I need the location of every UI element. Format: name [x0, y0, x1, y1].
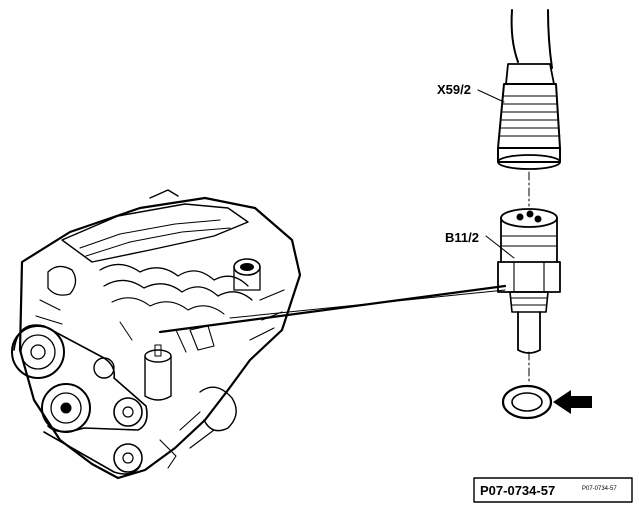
figure-reference-small: P07-0734-57: [582, 486, 617, 492]
figure-reference-box: [473, 477, 633, 503]
engine-illustration: [11, 189, 302, 480]
seal-ring: [501, 384, 553, 420]
leader-line: [158, 284, 507, 334]
connector-label: X59/2: [437, 82, 471, 97]
arrow-left-icon: [553, 390, 592, 414]
sensor-b11-2: [497, 208, 561, 354]
connector-x59-2: [497, 9, 561, 170]
figure-reference: P07-0734-57: [480, 483, 555, 498]
sensor-label: B11/2: [445, 230, 479, 245]
